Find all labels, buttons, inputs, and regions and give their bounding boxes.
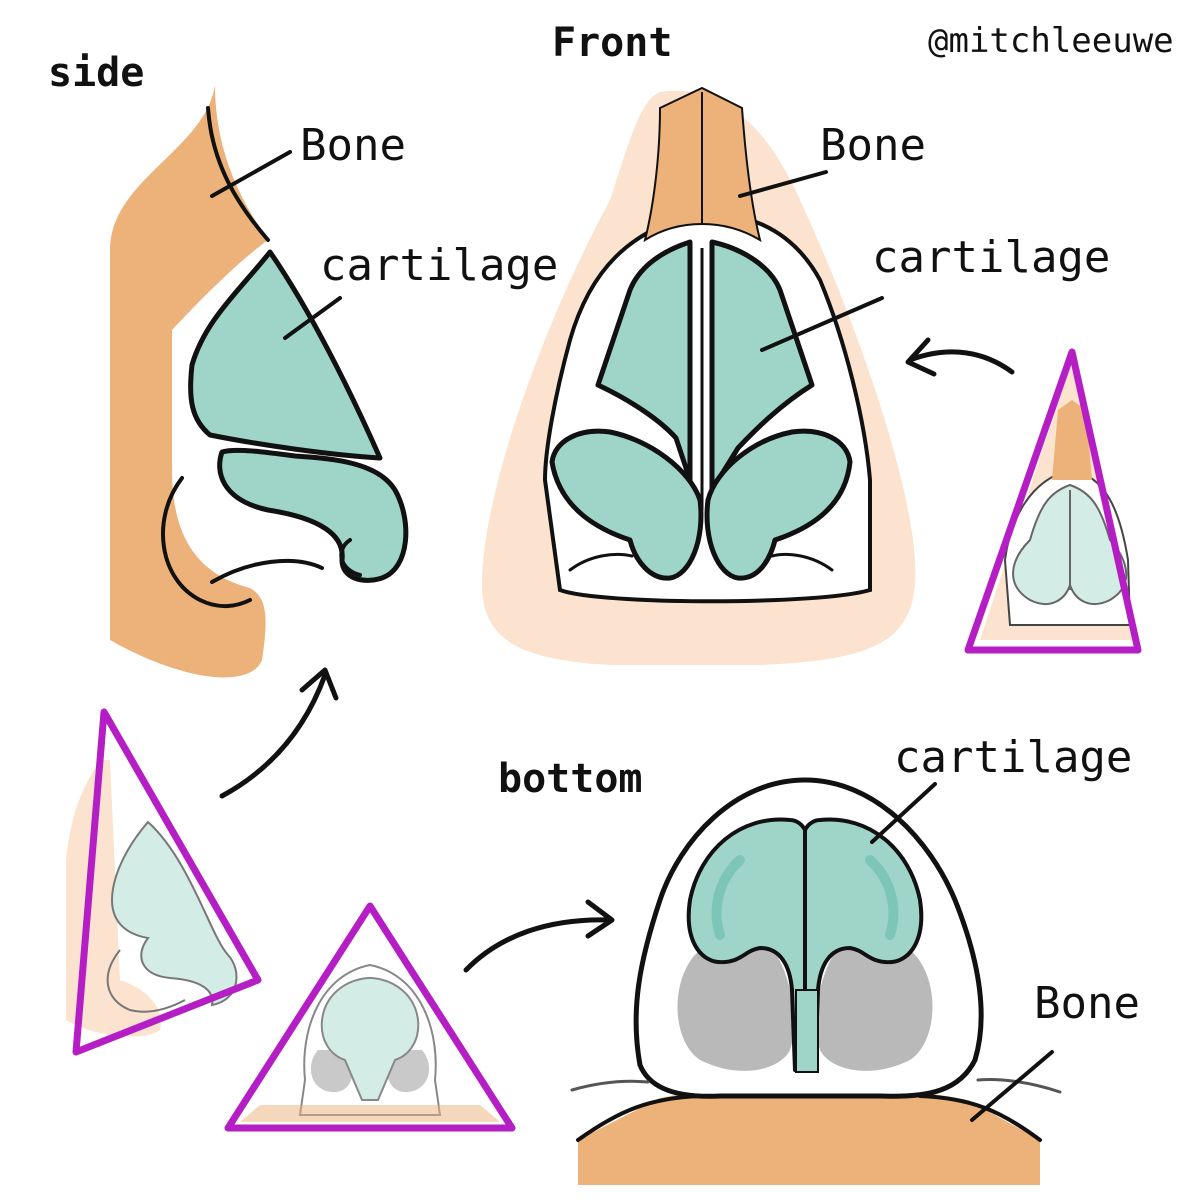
side-guide-thumbnail (66, 667, 339, 1056)
bottom-thumb-right-nostril (386, 1050, 430, 1093)
front-view-drawing (481, 86, 1015, 665)
side-ala-outline (161, 476, 252, 608)
bottom-view-drawing (570, 777, 1062, 1185)
bottom-left-cartilage-shading (711, 855, 745, 940)
side-cartilage-leader (283, 296, 342, 340)
side-bridge-outline (206, 106, 270, 242)
side-arrow (219, 667, 339, 799)
side-bone-label: Bone (300, 120, 406, 171)
credit-handle: @mitchleeuwe (928, 21, 1174, 61)
side-nostril-line (210, 558, 324, 584)
bottom-bone-shape (578, 1085, 1040, 1185)
bottom-right-cartilage (803, 817, 924, 1072)
front-left-upper-cartilage (595, 239, 693, 483)
side-thumb-cartilage (110, 820, 238, 1007)
bottom-right-nostril (816, 935, 933, 1071)
front-right-upper-cartilage (709, 239, 815, 493)
side-view-drawing (110, 85, 409, 678)
bottom-bone-leader (970, 1050, 1054, 1122)
bottom-columella (795, 989, 819, 1073)
front-arrow (905, 337, 1015, 377)
front-thumb-triangle (964, 348, 1142, 654)
bottom-left-cheek-line (576, 1094, 702, 1142)
side-view-title: side (48, 50, 144, 96)
side-cartilage-label: cartilage (320, 240, 558, 291)
side-bone-leader (210, 150, 292, 198)
side-thumb-ala (106, 949, 186, 1013)
bottom-thumb-base (240, 1105, 500, 1122)
bottom-cartilage-leader (870, 782, 937, 844)
front-bone-label: Bone (820, 120, 926, 171)
front-right-nostril-hint (770, 552, 834, 572)
side-thumb-triangle (72, 708, 262, 1056)
bottom-thumb-left-nostril (310, 1050, 354, 1093)
side-nostril-curl (339, 538, 362, 577)
front-cartilage-leader (760, 296, 884, 352)
front-left-lower-cartilage (549, 428, 704, 581)
front-cartilage-label: cartilage (872, 232, 1110, 283)
bottom-thumb-cartilage (320, 977, 420, 1101)
bottom-bone-label: Bone (1034, 978, 1140, 1029)
side-lower-cartilage (217, 447, 409, 583)
bottom-left-face-line (570, 1079, 650, 1092)
bottom-thumb-triangle (224, 902, 516, 1132)
bottom-cartilage-label: cartilage (894, 732, 1132, 783)
bottom-guide-thumbnail (224, 899, 615, 1132)
bottom-right-cartilage-shading (865, 855, 899, 940)
front-bone-leader (738, 170, 828, 198)
front-view-title: Front (552, 20, 672, 66)
front-right-lower-cartilage (704, 428, 853, 581)
bottom-left-nostril (677, 935, 794, 1071)
front-left-nostril-hint (568, 552, 634, 572)
bottom-view-title: bottom (498, 756, 643, 802)
bottom-arrow (463, 899, 615, 973)
front-guide-thumbnail (964, 348, 1142, 654)
side-bone-shape (110, 85, 268, 678)
front-thumb-bone (1052, 400, 1092, 480)
side-upper-cartilage (188, 249, 383, 461)
